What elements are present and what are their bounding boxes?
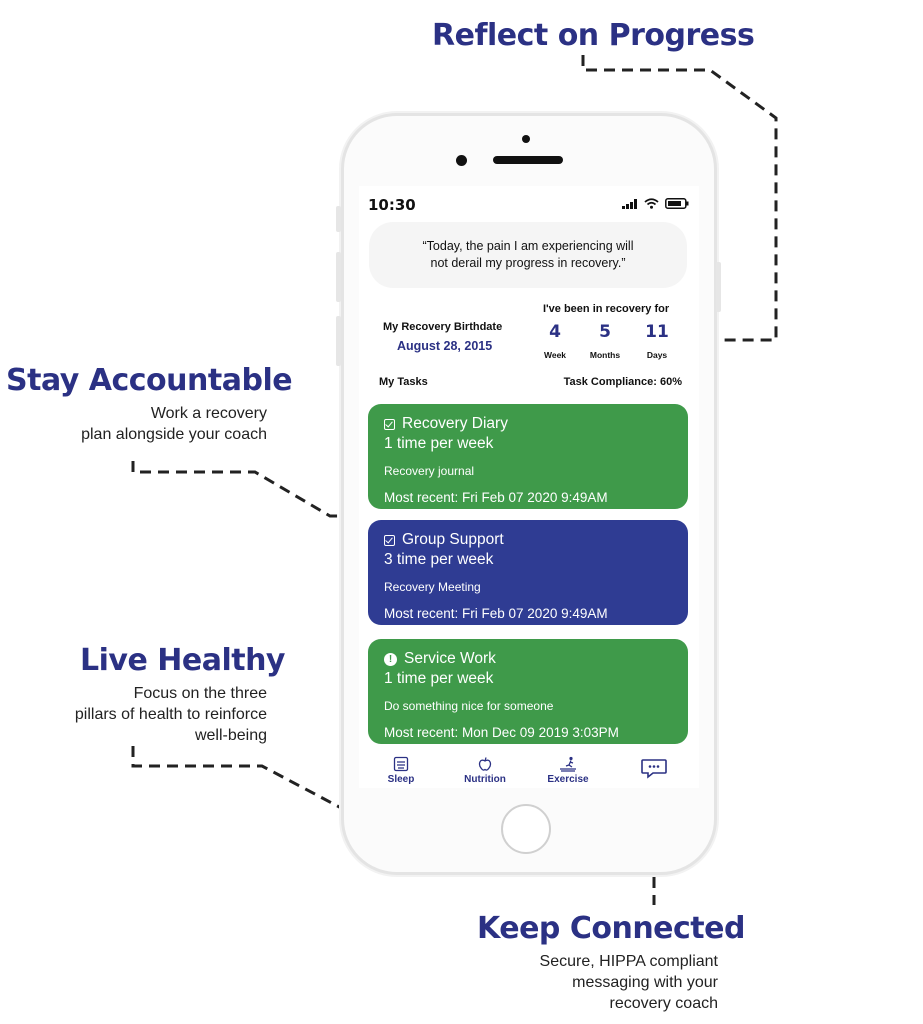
quote-line-1: “Today, the pain I am experiencing will	[422, 239, 634, 253]
healthy-desc-line-2: pillars of health to reinforce	[74, 706, 267, 723]
apple-icon	[478, 757, 492, 771]
task-card-recovery-diary[interactable]: Recovery Diary 1 time per week Recovery …	[368, 404, 688, 509]
days-unit: Days	[646, 350, 668, 360]
healthy-callout-title: Live Healthy	[80, 643, 285, 678]
quote-line-2: not derail my progress in recovery.”	[430, 256, 626, 270]
birthdate-value: August 28, 2015	[397, 339, 493, 353]
chat-icon	[641, 759, 667, 779]
front-sensor	[522, 135, 530, 143]
connected-callout-desc: Secure, HIPPA compliant messaging with y…	[540, 951, 718, 1014]
volume-down-button	[336, 316, 341, 366]
nav-sleep-label: Sleep	[387, 774, 415, 785]
connected-desc-line-1: Secure, HIPPA compliant	[539, 953, 718, 970]
daily-affirmation: “Today, the pain I am experiencing will …	[369, 222, 687, 288]
task-card-group-support[interactable]: Group Support 3 time per week Recovery M…	[368, 520, 688, 625]
weeks-unit: Week	[543, 350, 567, 360]
checkbox-icon	[384, 418, 395, 430]
nav-exercise[interactable]: Exercise	[533, 756, 603, 785]
accountable-callout-title: Stay Accountable	[6, 363, 293, 398]
connected-callout-title: Keep Connected	[477, 911, 745, 946]
earpiece-speaker	[493, 156, 563, 164]
task-title: Service Work	[404, 650, 496, 667]
task-frequency: 1 time per week	[384, 670, 494, 687]
nav-nutrition-label: Nutrition	[464, 774, 506, 785]
task-most-recent: Most recent: Fri Feb 07 2020 9:49AM	[384, 490, 608, 505]
healthy-callout-desc: Focus on the three pillars of health to …	[75, 683, 267, 746]
checkbox-icon	[384, 534, 395, 546]
alert-icon: !	[384, 652, 397, 666]
recovery-duration-label: I've been in recovery for	[543, 303, 670, 315]
battery-icon	[665, 198, 689, 209]
task-description: Do something nice for someone	[384, 699, 554, 713]
months-unit: Months	[589, 350, 621, 360]
days-value: 11	[645, 322, 669, 342]
task-title: Group Support	[402, 531, 504, 548]
task-card-service-work[interactable]: ! Service Work 1 time per week Do someth…	[368, 639, 688, 744]
nav-messages[interactable]	[619, 758, 689, 780]
task-most-recent: Most recent: Fri Feb 07 2020 9:49AM	[384, 606, 608, 621]
volume-up-button	[336, 252, 341, 302]
task-title: Recovery Diary	[402, 415, 508, 432]
task-compliance: Task Compliance: 60%	[563, 376, 682, 388]
home-button[interactable]	[501, 804, 551, 854]
mute-switch	[336, 206, 341, 232]
status-time: 10:30	[368, 196, 416, 214]
front-camera	[456, 155, 467, 166]
birthdate-label: My Recovery Birthdate	[383, 321, 503, 333]
weeks-value: 4	[549, 322, 561, 342]
accountable-callout-desc: Work a recovery plan alongside your coac…	[81, 403, 267, 445]
signal-icon	[622, 198, 637, 209]
healthy-desc-line-1: Focus on the three	[133, 685, 267, 702]
task-frequency: 1 time per week	[384, 435, 494, 452]
status-icons	[622, 198, 689, 209]
reflect-callout-title: Reflect on Progress	[432, 18, 755, 53]
connected-desc-line-3: recovery coach	[609, 995, 719, 1012]
sleep-icon	[393, 756, 409, 772]
nav-nutrition[interactable]: Nutrition	[450, 756, 520, 785]
app-screen: 10:30 “Today, the pain I am experiencing…	[359, 186, 699, 788]
accountable-desc-line-2: plan alongside your coach	[81, 426, 267, 443]
nav-exercise-label: Exercise	[547, 774, 589, 785]
nav-sleep[interactable]: Sleep	[366, 756, 436, 785]
power-button	[716, 262, 721, 312]
connected-desc-line-2: messaging with your	[572, 974, 718, 991]
task-description: Recovery journal	[384, 464, 475, 478]
task-description: Recovery Meeting	[384, 580, 481, 594]
months-value: 5	[599, 322, 611, 342]
task-most-recent: Most recent: Mon Dec 09 2019 3:03PM	[384, 725, 619, 740]
healthy-desc-line-3: well-being	[194, 727, 267, 744]
wifi-icon	[644, 198, 659, 209]
task-frequency: 3 time per week	[384, 551, 494, 568]
my-tasks-title: My Tasks	[379, 376, 428, 388]
treadmill-icon	[560, 756, 576, 772]
accountable-desc-line-1: Work a recovery	[150, 405, 267, 422]
